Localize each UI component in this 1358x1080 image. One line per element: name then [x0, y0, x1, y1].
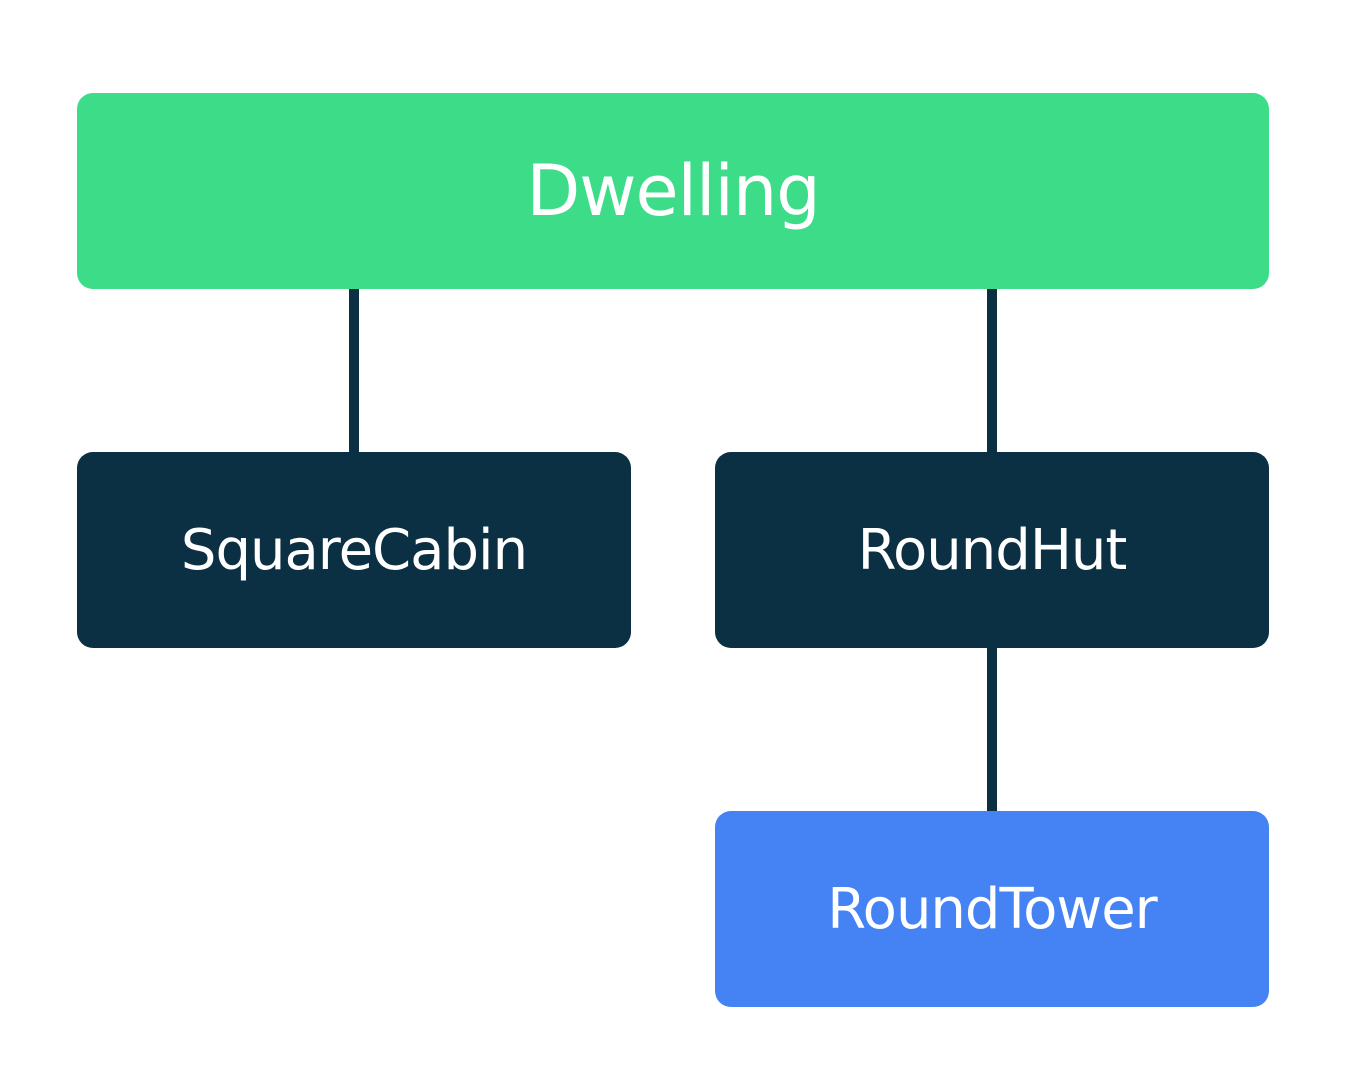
edge-roundhut-roundtower — [987, 648, 997, 811]
node-dwelling-label: Dwelling — [526, 150, 820, 232]
node-roundtower-label: RoundTower — [827, 876, 1157, 942]
edge-dwelling-squarecabin — [349, 289, 359, 452]
node-dwelling: Dwelling — [77, 93, 1269, 289]
node-squarecabin-label: SquareCabin — [180, 517, 528, 583]
node-roundhut-label: RoundHut — [857, 517, 1128, 583]
node-roundtower: RoundTower — [715, 811, 1269, 1007]
node-roundhut: RoundHut — [715, 452, 1269, 648]
edge-dwelling-roundhut — [987, 289, 997, 452]
node-squarecabin: SquareCabin — [77, 452, 631, 648]
